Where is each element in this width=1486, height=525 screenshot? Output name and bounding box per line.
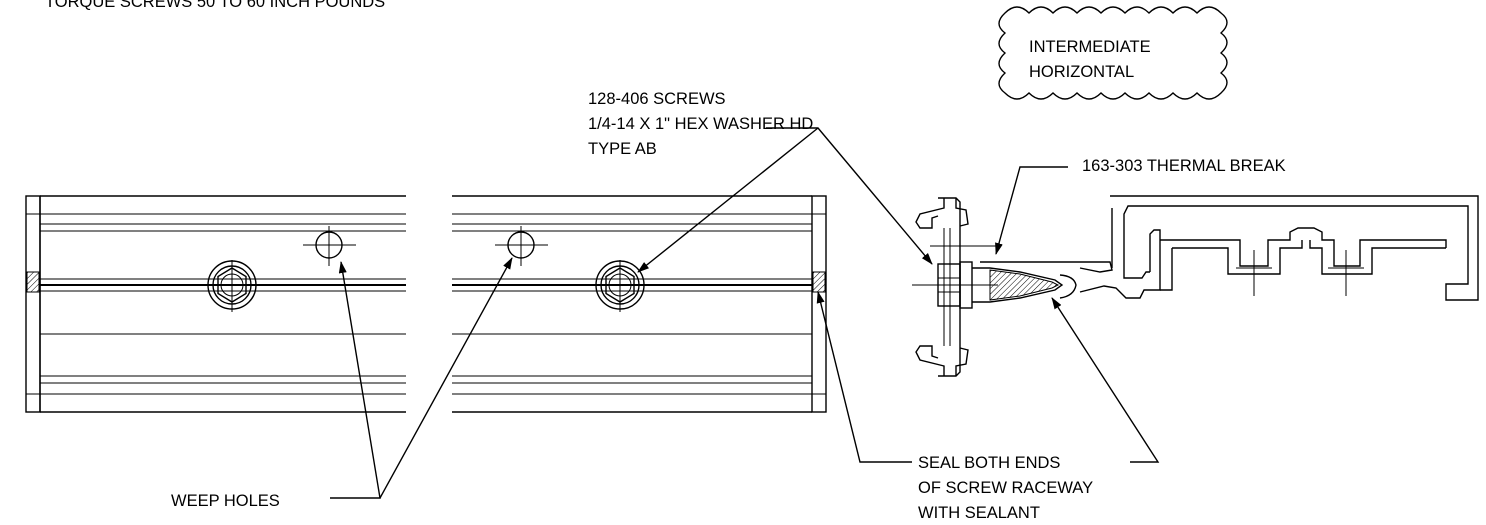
screws-label-line2: 1/4-14 X 1" HEX WASHER HD (588, 115, 813, 133)
screws-label-line1: 128-406 SCREWS (588, 90, 726, 108)
horizontal-elevation (25, 195, 827, 413)
weep-holes-label: WEEP HOLES (171, 492, 280, 510)
cloud-label-line1: INTERMEDIATE (1029, 38, 1151, 56)
weep-hole-left (303, 226, 356, 266)
weep-hole-right (495, 226, 548, 266)
thermal-break-label: 163-303 THERMAL BREAK (1082, 157, 1286, 175)
seal-label-line3: WITH SEALANT (918, 504, 1040, 522)
seal-label-line2: OF SCREW RACEWAY (918, 479, 1093, 497)
leader-lines (330, 127, 1160, 499)
screw-head-left (204, 260, 260, 312)
seal-label-line1: SEAL BOTH ENDS (918, 454, 1060, 472)
horizontal-section (912, 195, 1479, 377)
screws-label-line3: TYPE AB (588, 140, 657, 158)
torque-note: TORQUE SCREWS 50 TO 60 INCH POUNDS (45, 0, 385, 11)
screw-head-right (592, 260, 648, 312)
cloud-label-line2: HORIZONTAL (1029, 63, 1134, 81)
revision-cloud (998, 6, 1228, 100)
